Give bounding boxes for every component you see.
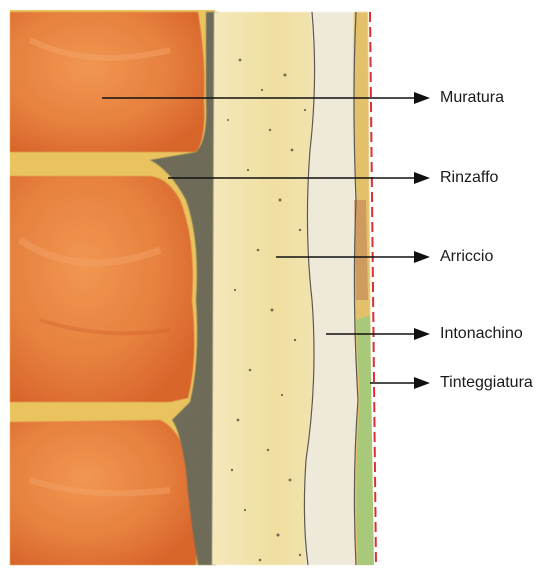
label-rinzaffo: Rinzaffo	[440, 169, 498, 187]
muratura-layer	[10, 10, 215, 565]
label-intonachino: Intonachino	[440, 325, 523, 343]
label-muratura: Muratura	[440, 89, 504, 107]
arrowhead-muratura	[414, 92, 430, 104]
arrowhead-rinzaffo	[414, 172, 430, 184]
brick-top	[10, 12, 204, 152]
brick-middle	[10, 176, 194, 402]
arrowhead-tinteggiatura	[414, 377, 430, 389]
arrowhead-intonachino	[414, 328, 430, 340]
label-tinteggiatura: Tinteggiatura	[440, 374, 533, 392]
arrowhead-arriccio	[414, 251, 430, 263]
tinteggiatura-green	[356, 315, 374, 565]
arriccio-layer	[212, 12, 315, 565]
tinteggiatura-tan	[354, 200, 368, 300]
label-arriccio: Arriccio	[440, 248, 493, 266]
